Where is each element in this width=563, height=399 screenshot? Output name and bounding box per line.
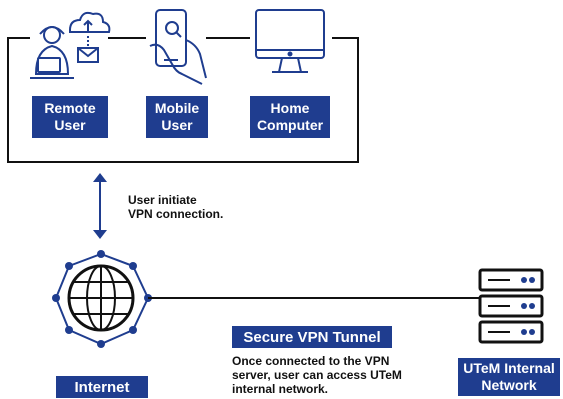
home-computer-label: Home Computer bbox=[250, 96, 330, 138]
vpn-tunnel-description: Once connected to the VPN server, user c… bbox=[232, 354, 402, 396]
connection-arrow bbox=[93, 173, 107, 239]
remote-user-label: Remote User bbox=[32, 96, 108, 138]
utem-network-label: UTeM Internal Network bbox=[458, 358, 560, 396]
internet-label: Internet bbox=[56, 376, 148, 398]
server-rack-icon bbox=[478, 268, 544, 344]
vpn-tunnel-title: Secure VPN Tunnel bbox=[232, 326, 392, 348]
user-devices-frame bbox=[7, 37, 359, 163]
remote-user-icon bbox=[30, 11, 111, 79]
mobile-phone-icon bbox=[149, 9, 207, 85]
connection-note: User initiate VPN connection. bbox=[128, 193, 224, 221]
internet-globe-icon bbox=[52, 250, 152, 348]
mobile-user-label: Mobile User bbox=[146, 96, 208, 138]
monitor-icon bbox=[255, 9, 325, 73]
